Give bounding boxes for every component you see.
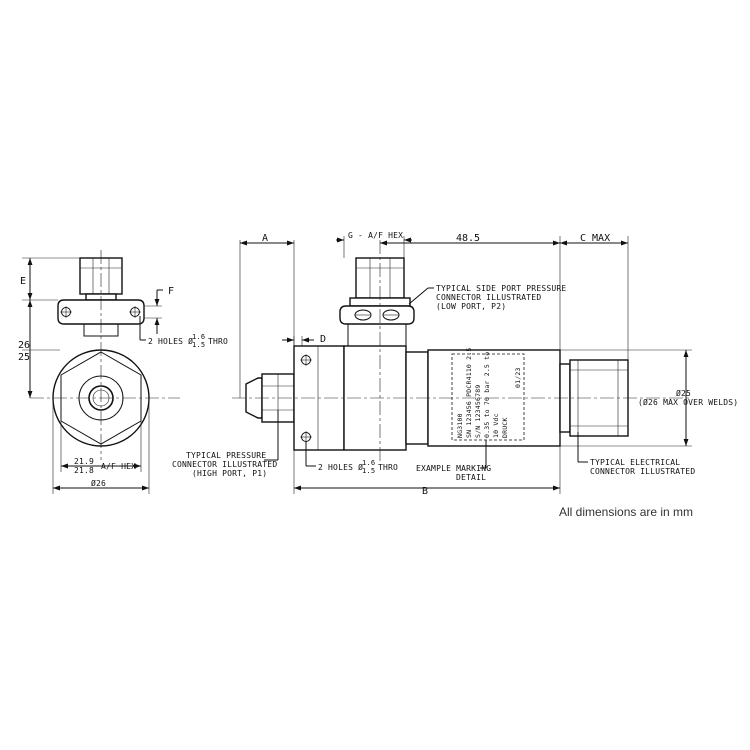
marking-detail: NG3100 SN 123456 PDCR4110 2.5 S/N 123456… [451,348,525,441]
dim-dia26-max: (Ø26 MAX OVER WELDS) [638,397,738,407]
holes-size-down: 1.5 [192,341,205,349]
marking-date: 01/23 [514,367,522,388]
dim-g-hex: G - A/F HEX [348,231,403,240]
dim-26: 26 [18,340,30,351]
note-side-port-3: (LOW PORT, P2) [436,302,506,311]
side-view: NG3100 SN 123456 PDCR4110 2.5 S/N 123456… [172,231,738,497]
note-marking-1: EXAMPLE MARKING [416,464,491,473]
dim-48-5: 48.5 [456,233,480,244]
dim-a: A [262,233,268,244]
holes-size-down-2: 1.5 [362,467,375,475]
dim-dia26: Ø26 [91,478,106,488]
low-port-connector [339,257,415,347]
marking-line5: 10 Vdc [492,413,500,438]
note-side-port-1: TYPICAL SIDE PORT PRESSURE [436,284,566,293]
holes-size-up-2: 1.6 [362,459,375,467]
dim-b: B [422,486,428,497]
dim-e: E [20,276,26,287]
holes-size-up: 1.6 [192,333,205,341]
hex-af-a: 21.9 [74,457,94,466]
holes-note-bottom: 2 HOLES Ø [318,462,363,472]
dim-25: 25 [18,352,30,363]
marking-line6: DRUCK [501,417,509,438]
note-side-port-2: CONNECTOR ILLUSTRATED [436,293,541,302]
holes-thro-top: THRO [208,337,228,346]
units-note: All dimensions are in mm [559,505,694,519]
hex-af-label: A/F HEX [101,462,136,471]
note-electrical-1: TYPICAL ELECTRICAL [590,458,680,467]
dim-dia25: Ø25 [676,388,691,398]
marking-line2: SN 123456 PDCR4110 2.5 [465,348,473,439]
dim-c-max: C MAX [580,233,610,244]
marking-line4: 0.35 to 70 bar 2.5 to [483,352,491,438]
note-pressure-1: TYPICAL PRESSURE [186,451,266,460]
end-view: E 26 25 F 2 HOLES Ø 1.6 1.5 THRO 21.9 21… [18,250,228,494]
note-pressure-2: CONNECTOR ILLUSTRATED [172,460,277,469]
holes-thro-bottom: THRO [378,463,398,472]
dim-f: F [168,286,174,297]
note-marking-2: DETAIL [456,473,486,482]
holes-note-top: 2 HOLES Ø [148,336,193,346]
note-electrical-2: CONNECTOR ILLUSTRATED [590,467,695,476]
marking-line1: NG3100 [456,413,464,438]
dim-d: D [320,334,326,345]
note-pressure-3: (HIGH PORT, P1) [192,469,267,478]
marking-line3: S/N 123456789 [474,385,482,438]
hex-af-b: 21.8 [74,466,94,475]
